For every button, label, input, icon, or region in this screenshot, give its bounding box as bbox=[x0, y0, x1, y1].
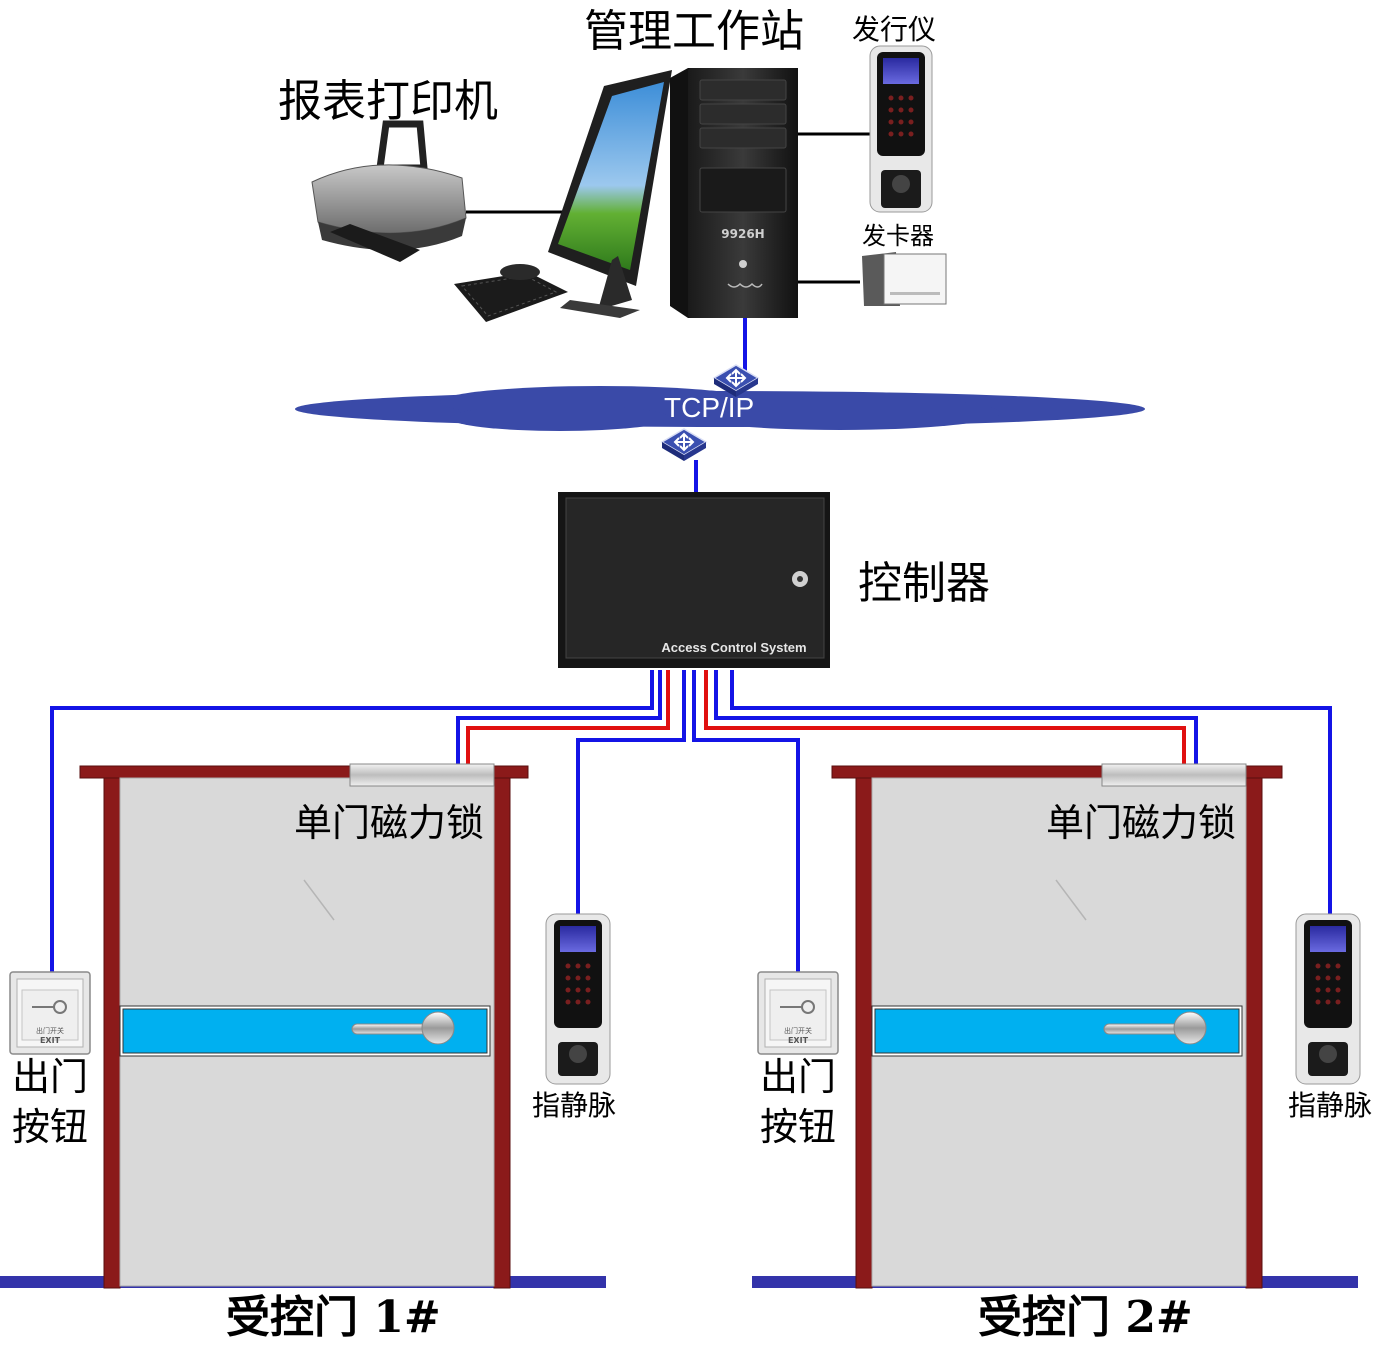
issuer-device-icon bbox=[869, 45, 933, 213]
exit-switch-1-text-en: EXIT bbox=[40, 1036, 61, 1045]
network-label: TCP/IP bbox=[664, 392, 755, 423]
lock-1-label: 单门磁力锁 bbox=[294, 801, 485, 845]
pc-tower-icon: 9926H bbox=[670, 68, 798, 318]
controller-label: 控制器 bbox=[858, 558, 990, 609]
pc-model-text: 9926H bbox=[721, 227, 764, 241]
workstation-label: 管理工作站 bbox=[584, 6, 804, 57]
card-issuer-icon bbox=[862, 252, 947, 306]
door-2: 出门开关 EXIT bbox=[752, 763, 1361, 1289]
issuer-label: 发行仪 bbox=[852, 13, 937, 46]
vein-reader-2-icon bbox=[1295, 913, 1361, 1085]
door-wiring bbox=[50, 670, 1332, 980]
exit-button-2-label-line1: 出门 bbox=[760, 1055, 837, 1099]
vein-reader-1-icon bbox=[545, 913, 611, 1085]
vein-reader-1-label: 指静脉 bbox=[532, 1089, 617, 1122]
lock-2-label: 单门磁力锁 bbox=[1046, 801, 1237, 845]
controller-brand-text: Access Control System bbox=[661, 640, 806, 655]
exit-switch-2-text-en: EXIT bbox=[788, 1036, 809, 1045]
printer-label: 报表打印机 bbox=[278, 76, 498, 127]
exit-button-2-label-line2: 按钮 bbox=[760, 1105, 837, 1149]
network-wires bbox=[694, 312, 747, 494]
exit-button-1-label-line1: 出门 bbox=[12, 1055, 89, 1099]
controller-box-icon: Access Control System bbox=[558, 492, 830, 668]
peripheral-wires bbox=[466, 132, 872, 284]
exit-button-1-label-line2: 按钮 bbox=[12, 1105, 89, 1149]
printer-icon bbox=[311, 120, 467, 262]
door-1: 出门开关 EXIT bbox=[0, 763, 611, 1289]
exit-switch-2-text-cn: 出门开关 bbox=[784, 1026, 812, 1035]
magnetic-lock-1 bbox=[349, 763, 495, 787]
door-1-name: 受控门 1# bbox=[226, 1292, 441, 1343]
keyboard-icon bbox=[454, 264, 568, 322]
door-2-name: 受控门 2# bbox=[978, 1292, 1193, 1343]
monitor-icon bbox=[548, 70, 672, 318]
network-switch-icon-lower bbox=[661, 428, 707, 462]
network-cloud bbox=[295, 386, 1145, 431]
exit-switch-1-text-cn: 出门开关 bbox=[36, 1026, 64, 1035]
vein-reader-2-label: 指静脉 bbox=[1288, 1089, 1373, 1122]
card-issuer-label: 发卡器 bbox=[862, 222, 934, 250]
magnetic-lock-2 bbox=[1101, 763, 1247, 787]
